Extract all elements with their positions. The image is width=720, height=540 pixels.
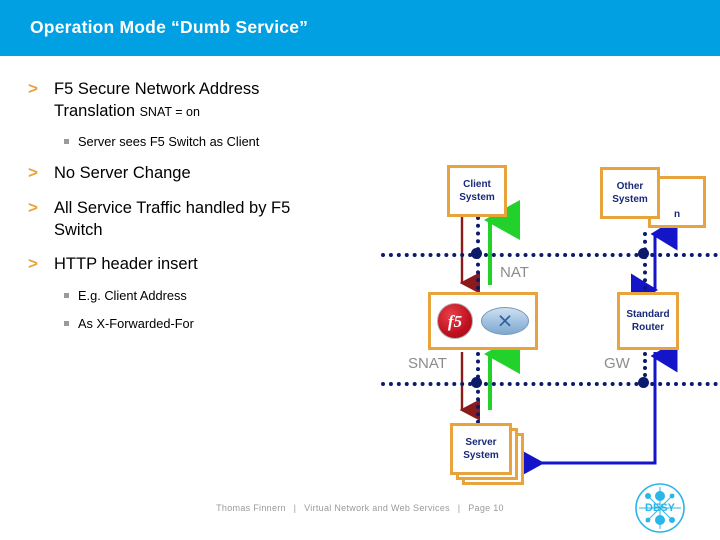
desy-logo-text: DESY [645,502,676,514]
node-server-system[interactable]: Server System [450,423,512,475]
footer-author: Thomas Finnern [216,503,286,513]
junction-dot-upper-left [471,248,482,259]
bullet-3-text: No Server Change [54,164,191,182]
network-segment-lower [381,382,718,386]
network-segment-upper [381,253,718,257]
label-nat: NAT [500,264,529,281]
square-bullet-icon [64,293,69,298]
bullet-item-5: > HTTP header insert [28,253,378,275]
standard-router-line2: Router [631,322,665,333]
bullet-1-suffix: SNAT = on [139,105,200,119]
square-bullet-icon [64,321,69,326]
chevron-bullet-icon: > [28,254,38,273]
desy-logo-icon: DESY [635,483,685,533]
chevron-bullet-icon: > [28,163,38,182]
bullet-item-2: Server sees F5 Switch as Client [64,133,378,150]
node-standard-router[interactable]: Standard Router [617,292,679,350]
arrow-router-to-server-blue [514,352,657,480]
other-system-line2: System [612,194,648,205]
bullet-7-text: As X-Forwarded-For [78,316,194,331]
network-spine-right-upper [643,232,647,290]
bullet-4-text: All Service Traffic handled by F5 Switch [54,199,291,239]
footer-sep-1: | [293,503,297,513]
footer-subject: Virtual Network and Web Services [304,503,450,513]
label-snat: SNAT [408,355,447,372]
chevron-bullet-icon: > [28,198,38,217]
bullet-item-4: > All Service Traffic handled by F5 Swit… [28,197,328,241]
network-spine-right-lower [643,352,647,384]
slide-footer: Thomas Finnern | Virtual Network and Web… [0,503,720,513]
standard-router-line1: Standard [626,309,670,320]
client-system-line1: Client [463,179,491,190]
server-system-line2: System [463,450,499,461]
chevron-bullet-icon: > [28,79,38,98]
bullet-1-text: F5 Secure Network Address Translation [54,80,260,120]
bullet-list: > F5 Secure Network Address Translation … [28,78,378,339]
bullet-item-1: > F5 Secure Network Address Translation … [28,78,328,123]
bullet-item-6: E.g. Client Address [64,287,378,304]
junction-dot-lower-left [471,377,482,388]
bullet-item-7: As X-Forwarded-For [64,315,378,332]
square-bullet-icon [64,139,69,144]
page-title: Operation Mode “Dumb Service” [30,17,309,37]
bullet-item-3: > No Server Change [28,162,378,184]
node-f5-switch[interactable]: f5 ⨉ [428,292,538,350]
client-system-line2: System [459,192,495,203]
bullet-6-text: E.g. Client Address [78,288,187,303]
other-system-ghost-label: n [673,209,681,220]
f5-logo-icon: f5 [437,303,473,339]
other-system-line1: Other [616,181,644,192]
junction-dot-upper-right [638,248,649,259]
bullet-2-text: Server sees F5 Switch as Client [78,134,260,149]
bullet-5-text: HTTP header insert [54,255,198,273]
server-system-line1: Server [465,437,497,448]
node-client-system[interactable]: Client System [447,165,507,217]
router-glyph-icon: ⨉ [481,307,529,335]
node-other-system[interactable]: Other System [600,167,660,219]
label-gw: GW [604,355,630,372]
slide-header-bar: Operation Mode “Dumb Service” [0,0,720,56]
network-spine-left-lower [476,352,480,424]
junction-dot-lower-right [638,377,649,388]
footer-page-number: Page 10 [468,503,504,513]
footer-sep-2: | [457,503,461,513]
